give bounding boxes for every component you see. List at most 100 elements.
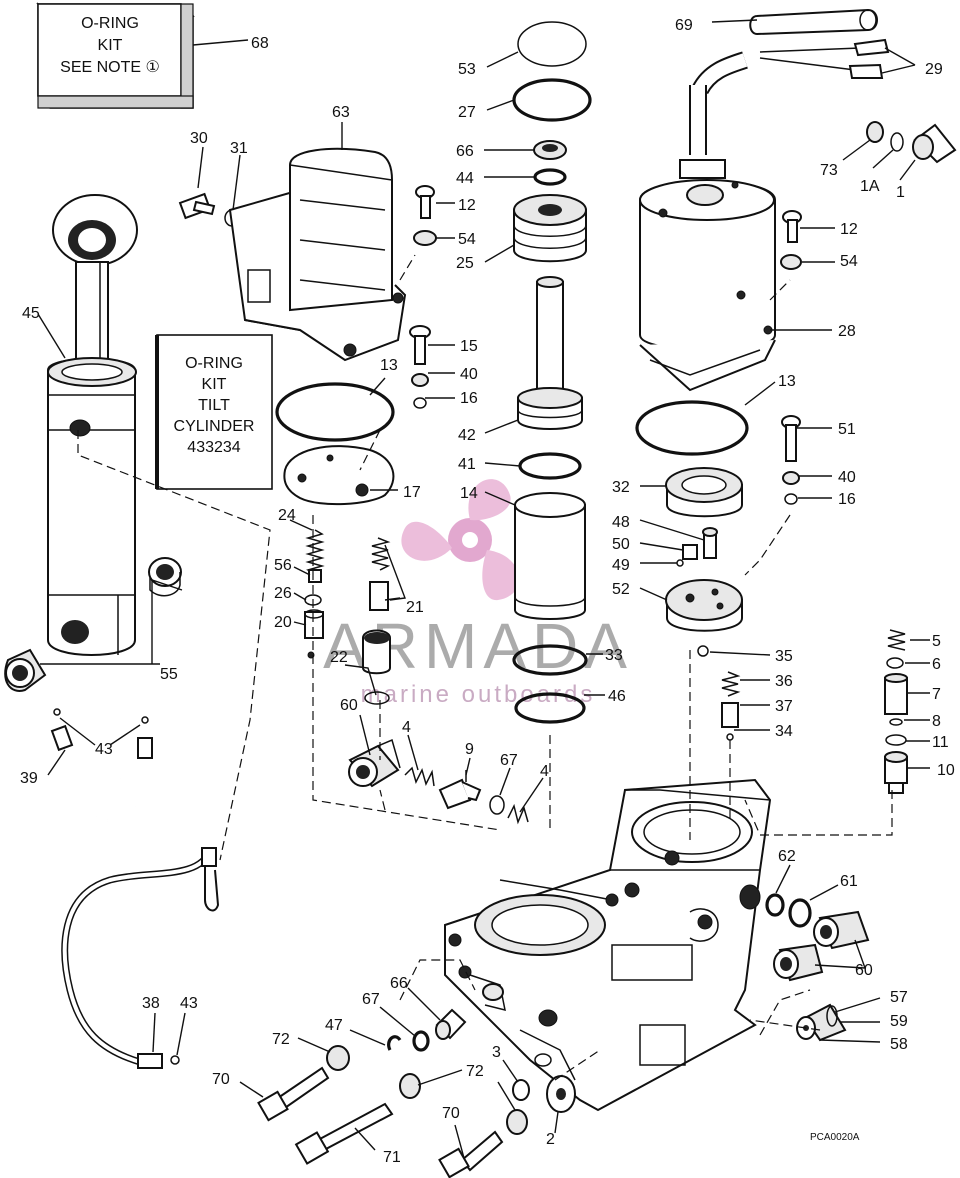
fitting-66-bottom xyxy=(435,1008,467,1040)
pump-ring-32 xyxy=(665,467,743,518)
clip-47 xyxy=(387,1035,402,1051)
spring-36 xyxy=(721,671,741,697)
callout-36: 36 xyxy=(775,673,793,690)
o-ring-8 xyxy=(889,718,903,726)
callout-42: 42 xyxy=(458,427,476,444)
callout-34: 34 xyxy=(775,723,793,740)
washer-16-left xyxy=(413,397,427,409)
spring-4-left xyxy=(404,766,435,787)
callout-numbers: 68 69 29 53 27 66 44 63 30 31 73 1A 1 12… xyxy=(20,17,955,1166)
callout-63: 63 xyxy=(332,104,350,121)
callout-62: 62 xyxy=(778,848,796,865)
callout-33: 33 xyxy=(605,647,623,664)
callout-24: 24 xyxy=(278,507,296,524)
oring-kit-box-note: O-RING KIT SEE NOTE ① xyxy=(36,2,195,109)
callout-51: 51 xyxy=(838,421,856,438)
o-ring-6 xyxy=(886,657,904,669)
callout-10: 10 xyxy=(937,762,955,779)
callout-2: 2 xyxy=(546,1131,555,1148)
callout-4-right: 4 xyxy=(540,763,549,780)
reservoir-cover-63 xyxy=(228,147,407,362)
spring-24 xyxy=(305,529,325,583)
bolt-70-upper xyxy=(257,1066,330,1122)
spring-valve-21 xyxy=(369,537,391,611)
callout-13-right: 13 xyxy=(778,373,796,390)
callout-71: 71 xyxy=(383,1149,401,1166)
callout-59: 59 xyxy=(890,1013,908,1030)
seal-73 xyxy=(866,121,884,143)
callout-48: 48 xyxy=(612,514,630,531)
callout-54-left: 54 xyxy=(458,231,476,248)
callout-16-left: 16 xyxy=(460,390,478,407)
o-ring-27 xyxy=(512,78,592,122)
callout-29: 29 xyxy=(925,61,943,78)
bolt-71 xyxy=(294,1102,394,1165)
piston-rod-42 xyxy=(517,276,583,430)
cylinder-sleeve-14 xyxy=(514,492,586,620)
callout-40-left: 40 xyxy=(460,366,478,383)
callout-12-right: 12 xyxy=(840,221,858,238)
callout-66-top: 66 xyxy=(456,143,474,160)
callout-67-lower: 67 xyxy=(362,991,380,1008)
callout-8: 8 xyxy=(932,713,941,730)
valve-7 xyxy=(884,673,908,715)
plate-17 xyxy=(283,445,395,506)
callout-53: 53 xyxy=(458,61,476,78)
seal-66-top xyxy=(533,140,567,160)
callout-31: 31 xyxy=(230,140,248,157)
screw-30 xyxy=(178,192,216,220)
callout-66-bottom: 66 xyxy=(390,975,408,992)
callout-61: 61 xyxy=(840,873,858,890)
callout-38: 38 xyxy=(142,995,160,1012)
callout-12-left: 12 xyxy=(458,197,476,214)
callout-13-left: 13 xyxy=(380,357,398,374)
callout-28: 28 xyxy=(838,323,856,340)
callout-43-upper: 43 xyxy=(95,741,113,758)
callout-67-upper: 67 xyxy=(500,752,518,769)
callout-1A: 1A xyxy=(860,178,880,195)
callout-72-right: 72 xyxy=(466,1063,484,1080)
bolt-70-lower xyxy=(438,1130,504,1178)
callout-58: 58 xyxy=(890,1036,908,1053)
callout-9: 9 xyxy=(465,741,474,758)
washer-40-left xyxy=(411,373,429,387)
callout-55: 55 xyxy=(160,666,178,683)
callout-69: 69 xyxy=(675,17,693,34)
o-ring-53 xyxy=(517,21,587,67)
ball-34 xyxy=(726,733,734,741)
callout-3: 3 xyxy=(492,1044,501,1061)
callout-22: 22 xyxy=(330,649,348,666)
seal-1A xyxy=(890,132,904,152)
callout-27: 27 xyxy=(458,104,476,121)
callout-11: 11 xyxy=(932,734,949,751)
washer-54-left xyxy=(413,230,437,246)
callout-57: 57 xyxy=(890,989,908,1006)
washer-40-right xyxy=(782,471,800,485)
box-note-line1: O-RING xyxy=(81,15,139,32)
o-ring-35 xyxy=(697,645,709,657)
figure-code: PCA0020A xyxy=(810,1132,860,1143)
callout-32: 32 xyxy=(612,479,630,496)
sleeve-69 xyxy=(749,8,878,36)
o-ring-33 xyxy=(512,644,588,676)
callout-26: 26 xyxy=(274,585,292,602)
screw-48 xyxy=(702,527,718,559)
pump-body-52 xyxy=(665,579,743,632)
box-note-line2: KIT xyxy=(98,37,123,54)
o-ring-61 xyxy=(788,898,812,928)
o-ring-13-right xyxy=(635,400,749,456)
o-ring-67-upper xyxy=(489,795,505,815)
bushing-72-left xyxy=(326,1045,350,1071)
hose-39 xyxy=(50,708,153,823)
callout-56: 56 xyxy=(274,557,292,574)
callout-15: 15 xyxy=(460,338,478,355)
callout-46: 46 xyxy=(608,688,626,705)
callout-40-right: 40 xyxy=(838,469,856,486)
callout-37: 37 xyxy=(775,698,793,715)
callout-35: 35 xyxy=(775,648,793,665)
o-ring-41 xyxy=(518,452,582,480)
callout-5: 5 xyxy=(932,633,941,650)
callout-50: 50 xyxy=(612,536,630,553)
callout-52: 52 xyxy=(612,581,630,598)
